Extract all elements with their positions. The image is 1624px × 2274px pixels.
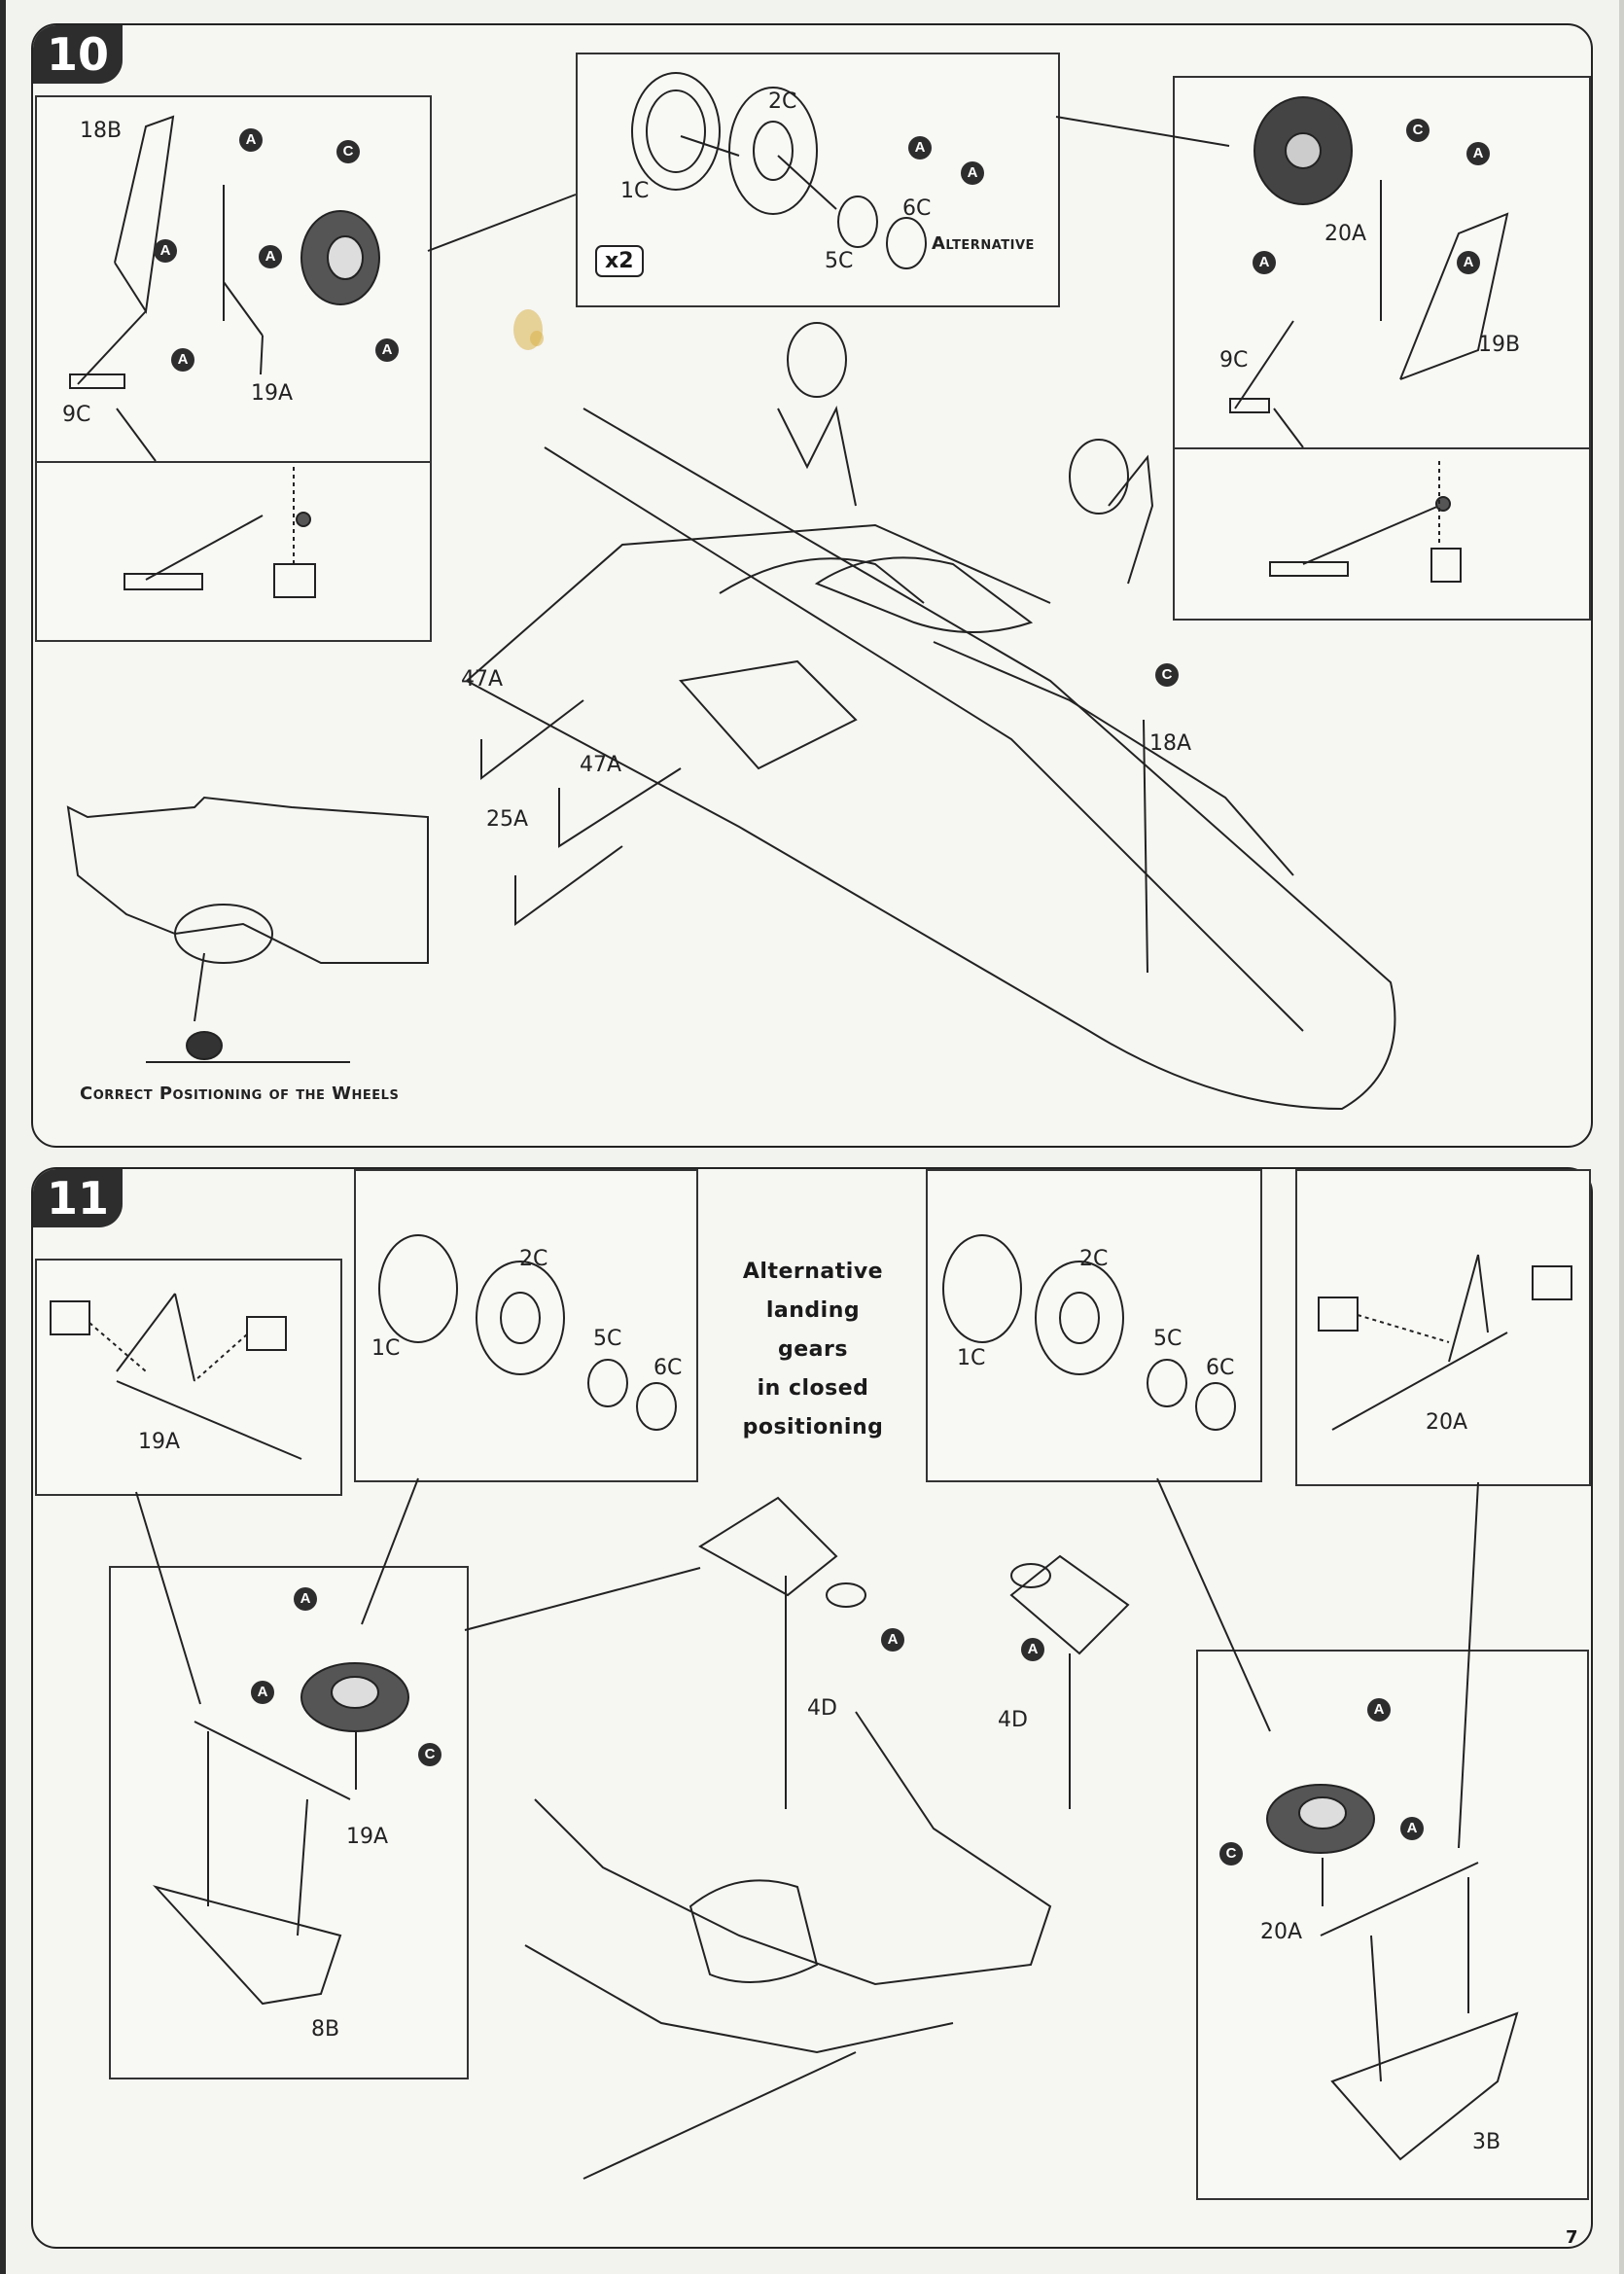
part-label: 20A xyxy=(1426,1410,1468,1435)
panel-left-closed-door xyxy=(109,1566,469,2079)
panel-right-closed-door xyxy=(1196,1650,1589,2200)
part-label: 19A xyxy=(138,1430,181,1454)
part-label: 1C xyxy=(620,179,650,203)
part-label: 4D xyxy=(807,1696,837,1721)
stain xyxy=(530,331,544,346)
panel-right-closed-strut xyxy=(1295,1169,1591,1486)
page-edge xyxy=(1619,0,1624,2274)
glue-marker: A xyxy=(154,239,177,263)
step-11-linework xyxy=(50,1234,1572,2180)
glue-marker: A xyxy=(1367,1698,1391,1722)
glue-marker: A xyxy=(1400,1817,1424,1840)
panel-wheel-parts-left xyxy=(354,1169,698,1482)
part-label: 6C xyxy=(1206,1356,1235,1380)
panel-wheel-parts xyxy=(576,53,1060,307)
alternative-label: Alternative xyxy=(932,233,1035,254)
part-label: 47A xyxy=(580,753,622,777)
step-10-airframe xyxy=(66,322,1396,1111)
part-label: 2C xyxy=(1079,1247,1109,1271)
part-label: 6C xyxy=(902,196,932,221)
part-label: 6C xyxy=(653,1356,683,1380)
glue-marker: A xyxy=(239,128,263,152)
part-label: 9C xyxy=(62,403,91,427)
glue-marker: A xyxy=(961,161,984,185)
part-label: 1C xyxy=(957,1346,986,1370)
glue-marker: A xyxy=(1021,1638,1044,1661)
part-label: 19A xyxy=(251,381,294,406)
alternative-landing-gears-caption: Alternative landing gears in closed posi… xyxy=(716,1253,910,1447)
correct-positioning-caption: Correct Positioning of the Wheels xyxy=(80,1084,400,1104)
glue-marker: A xyxy=(375,338,399,362)
part-label: 5C xyxy=(825,249,854,273)
part-label: 25A xyxy=(486,807,529,832)
part-label: 18A xyxy=(1149,731,1192,756)
glue-marker: A xyxy=(171,348,194,372)
part-label: 47A xyxy=(461,667,504,692)
part-label: 2C xyxy=(519,1247,548,1271)
part-label: 1C xyxy=(371,1336,401,1361)
part-label: 3B xyxy=(1472,2130,1501,2154)
part-label: 19B xyxy=(1478,333,1521,357)
part-label: 4D xyxy=(998,1708,1028,1732)
cement-marker: C xyxy=(418,1743,441,1766)
caption-line: landing xyxy=(765,1298,861,1323)
cement-marker: C xyxy=(336,140,360,163)
glue-marker: A xyxy=(1466,142,1490,165)
panel-left-retract-detail xyxy=(35,461,432,642)
part-label: 9C xyxy=(1219,348,1249,373)
glue-marker: A xyxy=(908,136,932,160)
step-10-badge: 10 xyxy=(33,25,124,84)
glue-marker: A xyxy=(251,1681,274,1704)
page-edge xyxy=(0,0,6,2274)
step-11-badge: 11 xyxy=(33,1169,124,1227)
cement-marker: C xyxy=(1219,1842,1243,1865)
glue-marker: A xyxy=(259,245,282,268)
part-label: 5C xyxy=(1153,1327,1183,1351)
part-label: 2C xyxy=(768,89,797,114)
caption-line: Alternative xyxy=(742,1260,884,1284)
glue-marker: A xyxy=(294,1587,317,1611)
part-label: 20A xyxy=(1324,222,1367,246)
cement-marker: C xyxy=(1406,119,1430,142)
panel-right-retract-detail xyxy=(1173,447,1591,621)
glue-marker: A xyxy=(1253,251,1276,274)
step-10-linework xyxy=(69,72,1509,598)
glue-marker: A xyxy=(881,1628,904,1652)
caption-line: in closed xyxy=(757,1376,869,1401)
quantity-badge: x2 xyxy=(595,245,644,277)
caption-line: positioning xyxy=(742,1415,884,1439)
panel-left-closed-strut xyxy=(35,1259,342,1496)
caption-line: gears xyxy=(778,1337,848,1362)
glue-marker: A xyxy=(1457,251,1480,274)
cement-marker: C xyxy=(1155,663,1179,687)
page-number: 7 xyxy=(1566,2227,1578,2248)
part-label: 8B xyxy=(311,2017,340,2042)
part-label: 18B xyxy=(80,119,123,143)
part-label: 20A xyxy=(1260,1920,1303,1944)
part-label: 5C xyxy=(593,1327,622,1351)
part-label: 19A xyxy=(346,1825,389,1849)
panel-wheel-parts-right xyxy=(926,1169,1262,1482)
